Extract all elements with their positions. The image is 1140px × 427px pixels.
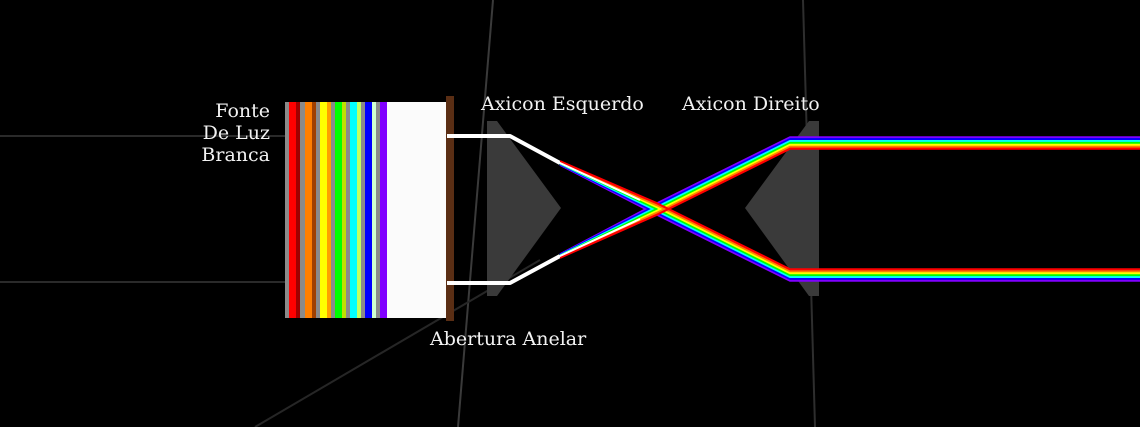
- spectral-band: [509, 218, 641, 284]
- annular-aperture-label: Abertura Anelar: [430, 328, 587, 350]
- source-stripe: [331, 102, 335, 318]
- source-stripe: [285, 102, 289, 318]
- spectral-band: [509, 135, 641, 201]
- source-stripes: [285, 102, 387, 318]
- spectral-band: [559, 160, 1140, 273]
- source-stripe: [350, 102, 357, 318]
- white-light-source-label: Fonte De Luz Branca: [201, 100, 270, 166]
- left-axicon: [487, 121, 561, 296]
- right-axicon-label: Axicon Direito: [682, 93, 820, 115]
- source-stripe: [380, 102, 387, 318]
- source-stripe: [300, 102, 305, 318]
- source-label-line3: Branca: [201, 144, 270, 166]
- spectral-band: [559, 145, 1140, 259]
- source-stripe: [296, 102, 300, 318]
- source-stripe: [289, 102, 296, 318]
- spectral-band: [559, 138, 1140, 256]
- source-stripe: [372, 102, 376, 318]
- left-axicon-label: Axicon Esquerdo: [481, 93, 644, 115]
- source-stripe: [335, 102, 342, 318]
- source-stripe: [342, 102, 346, 318]
- spectral-band: [559, 140, 1140, 257]
- source-stripe: [312, 102, 316, 318]
- source-label-line2: De Luz: [202, 122, 270, 144]
- source-stripe: [346, 102, 350, 318]
- source-stripe: [376, 102, 380, 318]
- source-label-line1: Fonte: [215, 100, 270, 122]
- spectral-band: [559, 163, 1140, 280]
- source-stripe: [320, 102, 327, 318]
- source-stripe: [365, 102, 372, 318]
- spectral-band: [559, 147, 1140, 259]
- source-stripe: [327, 102, 331, 318]
- dispersed-beams: [509, 135, 1140, 284]
- source-stripe: [305, 102, 312, 318]
- spectral-band: [559, 163, 1140, 282]
- annular-aperture: [446, 96, 454, 321]
- spectral-band: [559, 160, 1140, 271]
- source-stripe: [361, 102, 365, 318]
- right-axicon: [745, 121, 819, 296]
- source-stripe: [357, 102, 361, 318]
- white-light-source: [285, 102, 447, 318]
- spectral-band: [559, 162, 1140, 278]
- source-stripe: [316, 102, 320, 318]
